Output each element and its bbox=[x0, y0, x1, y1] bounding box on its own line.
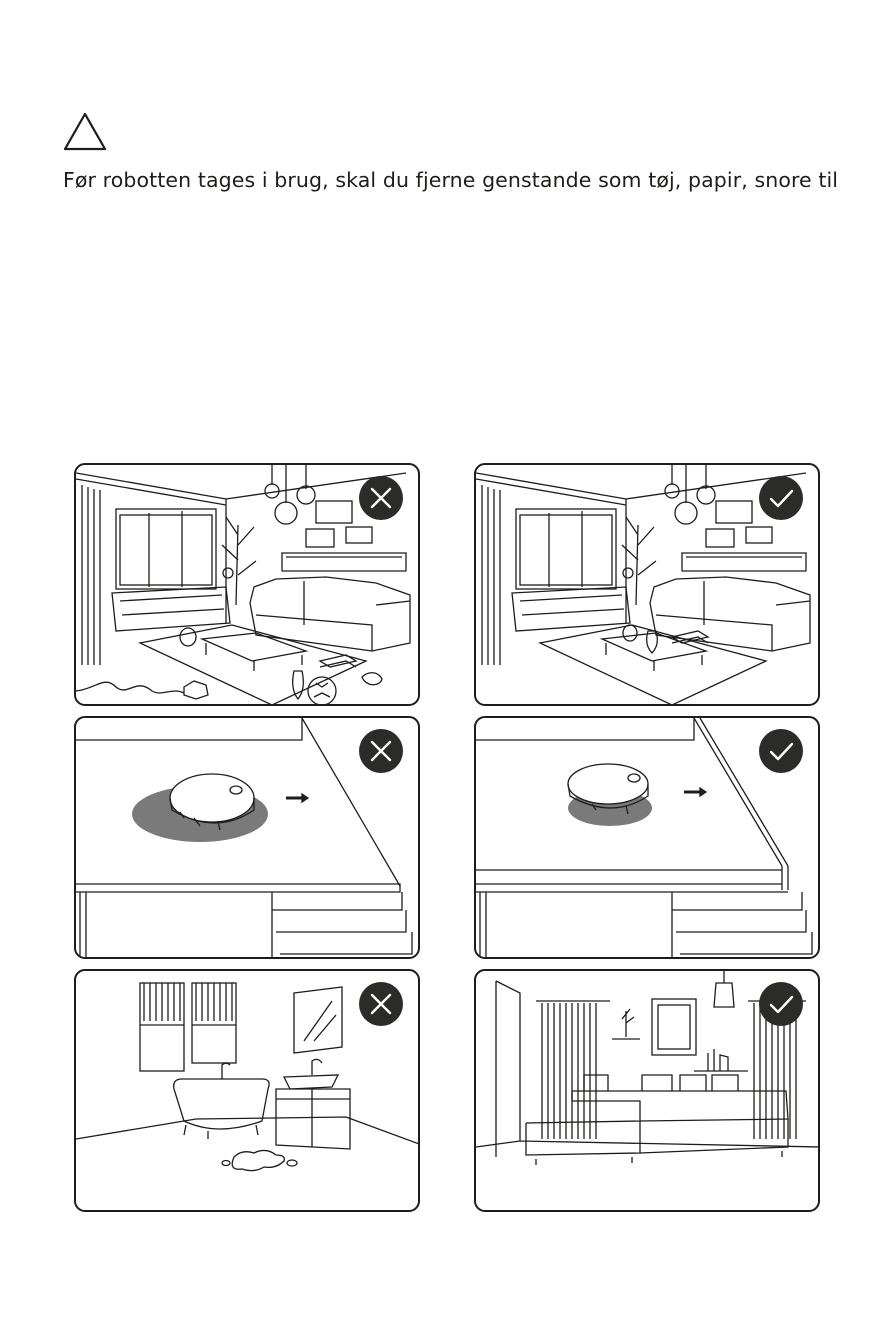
warning-text: Før robotten tages i brug, skal du fjern… bbox=[63, 168, 863, 192]
check-icon bbox=[758, 981, 804, 1027]
cross-icon bbox=[358, 728, 404, 774]
panel-bathroom-with-puddle bbox=[74, 969, 420, 1212]
warning-triangle-icon bbox=[62, 111, 108, 153]
panel-robot-near-guarded-ledge bbox=[474, 716, 820, 959]
panel-tidy-living-room bbox=[474, 463, 820, 706]
cross-icon bbox=[358, 981, 404, 1027]
panel-robot-near-open-ledge bbox=[74, 716, 420, 959]
panel-cluttered-living-room bbox=[74, 463, 420, 706]
check-icon bbox=[758, 728, 804, 774]
cross-icon bbox=[358, 475, 404, 521]
check-icon bbox=[758, 475, 804, 521]
panel-clean-lounge bbox=[474, 969, 820, 1212]
